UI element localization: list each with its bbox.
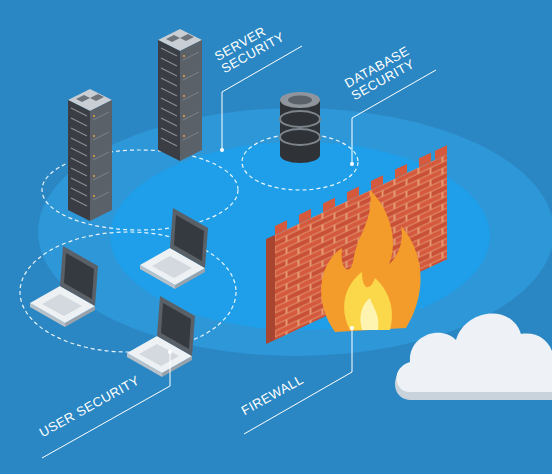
callout-label: FIREWALL <box>239 348 351 418</box>
callout-label: DATABASE SECURITY <box>342 35 434 103</box>
callout-label: SERVER SECURITY <box>212 13 296 76</box>
callout-label: USER SECURITY <box>37 350 184 440</box>
